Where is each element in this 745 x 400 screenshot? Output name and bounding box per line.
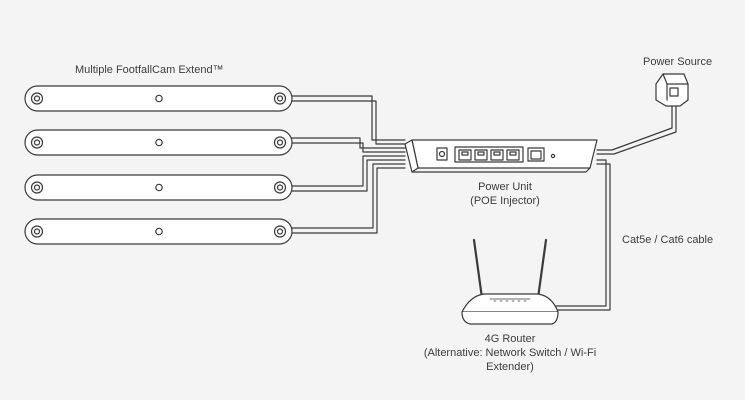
router-cable	[555, 159, 611, 311]
power-plug	[655, 73, 689, 107]
power-unit	[404, 139, 598, 173]
router-label-line1: 4G Router	[484, 333, 536, 345]
power-unit-label-line2: (POE Injector)	[470, 195, 540, 207]
router-label: 4G Router (Alternative: Network Switch /…	[400, 332, 620, 374]
camera-2	[24, 129, 293, 156]
camera-3	[24, 174, 293, 201]
router-label-line3: Extender)	[486, 361, 534, 373]
camera-1	[24, 85, 293, 112]
power-cable	[596, 105, 677, 155]
router-label-line2: (Alternative: Network Switch / Wi-Fi	[423, 347, 597, 359]
power-source-label: Power Source	[643, 56, 713, 68]
power-unit-label-line1: Power Unit	[478, 181, 532, 193]
cable-label: Cat5e / Cat6 cable	[622, 234, 714, 246]
camera-cables	[291, 95, 406, 234]
router	[461, 238, 559, 325]
power-unit-label: Power Unit (POE Injector)	[440, 180, 570, 208]
cameras-label: Multiple FootfallCam Extend™	[75, 64, 224, 76]
camera-4	[24, 218, 293, 245]
